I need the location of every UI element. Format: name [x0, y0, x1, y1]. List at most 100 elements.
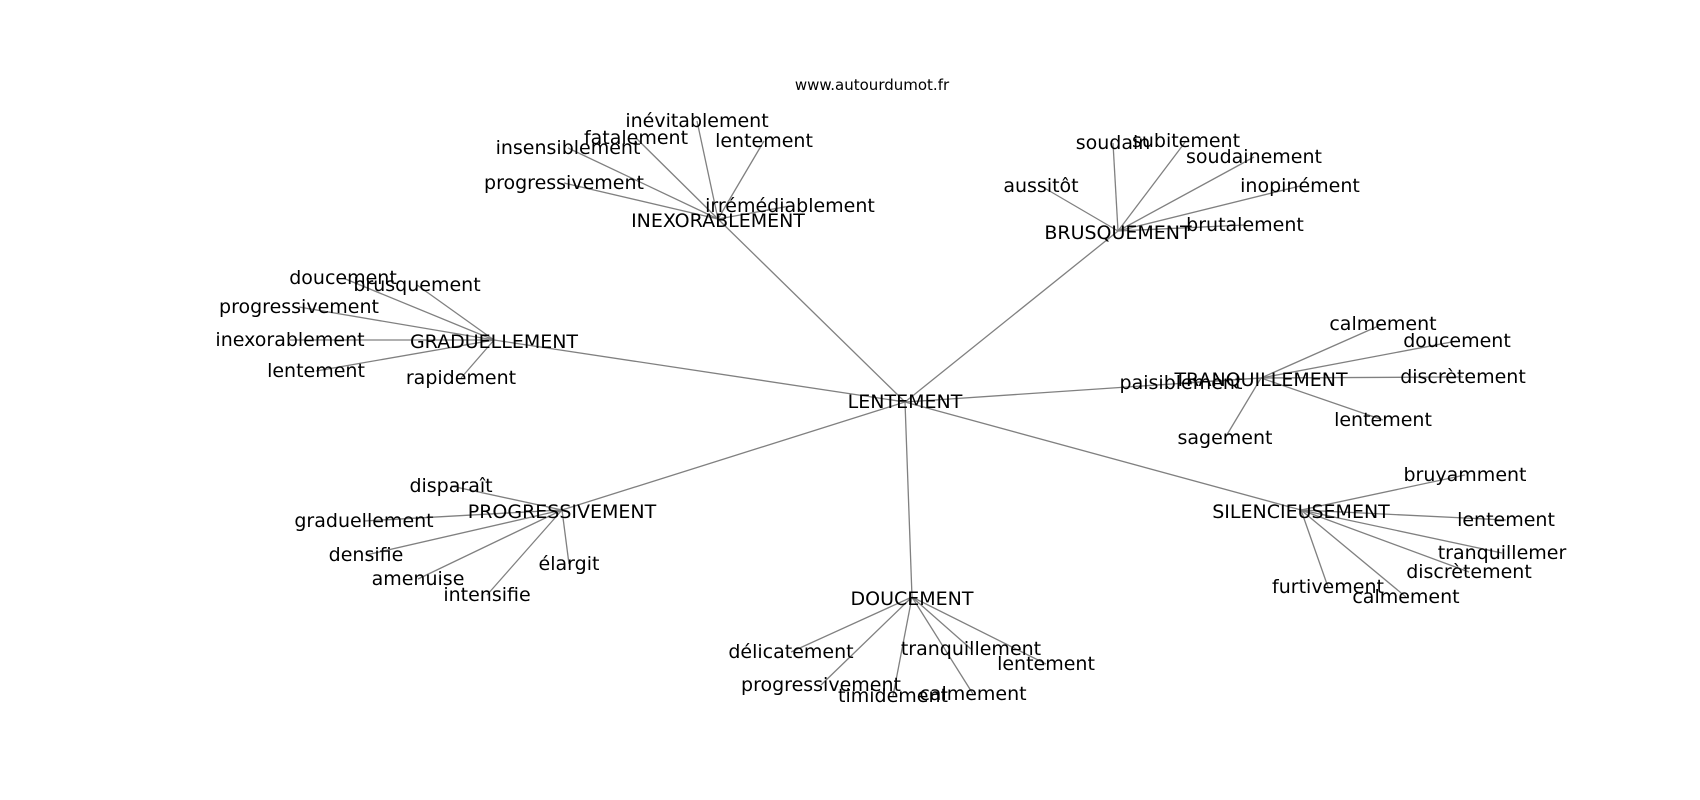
hub-node-inexorablement: INEXORABLEMENT	[631, 210, 805, 232]
hub-node-progressivement: PROGRESSIVEMENT	[468, 501, 657, 523]
edge-prog-elargit	[561, 509, 570, 565]
edge-inex-insensiblement	[567, 147, 719, 220]
leaf-node-douc-lentement: lentement	[997, 653, 1095, 675]
edge-center-graduellement	[493, 339, 906, 403]
leaf-node-inex-progressivement: progressivement	[484, 172, 644, 194]
leaf-node-prog-intensifie: intensifie	[443, 584, 530, 606]
leaf-node-sil-bruyamment: bruyamment	[1404, 464, 1527, 486]
leaf-node-tran-discretement: discrètement	[1400, 366, 1526, 388]
leaf-node-brus-aussitot: aussitôt	[1003, 175, 1078, 197]
edge-tran-lentement	[1260, 377, 1384, 421]
graph-edges	[290, 120, 1507, 697]
leaf-node-douc-tranquillement: tranquillement	[901, 638, 1041, 660]
leaf-node-brus-soudainement: soudainement	[1186, 146, 1322, 168]
leaf-node-douc-progressivement: progressivement	[741, 674, 901, 696]
leaf-node-grad-rapidement: rapidement	[406, 367, 516, 389]
leaf-node-douc-calmement: calmement	[919, 683, 1026, 705]
edge-douc-calmement	[911, 596, 974, 695]
edge-sil-furtivement	[1300, 509, 1329, 588]
edge-brus-aussitot	[1040, 185, 1119, 232]
edge-sil-lentement	[1300, 509, 1507, 521]
edge-brus-inopinement	[1117, 185, 1301, 232]
leaf-node-grad-progressivement: progressivement	[219, 296, 379, 318]
edge-grad-lentement	[315, 339, 495, 372]
leaf-node-grad-brusquement: brusquement	[353, 274, 480, 296]
hub-node-doucement: DOUCEMENT	[851, 588, 974, 610]
leaf-node-tran-doucement: doucement	[1403, 330, 1511, 352]
leaf-node-douc-timidement: timidement	[838, 685, 948, 707]
graph-labels: www.autourdumot.fr LENTEMENT INEXORABLEME…	[215, 76, 1566, 707]
leaf-node-grad-lentement: lentement	[267, 360, 365, 382]
edge-center-progressivement	[561, 401, 906, 511]
leaf-node-brus-subitement: subitement	[1132, 130, 1240, 152]
edge-brus-brutalement	[1117, 224, 1246, 232]
leaf-node-inex-fatalement: fatalement	[584, 127, 688, 149]
hub-node-tranquillement: TRANQUILLEMENT	[1173, 369, 1348, 391]
hub-node-brusquement: BRUSQUEMENT	[1044, 222, 1192, 244]
edge-inex-lentement	[717, 140, 765, 220]
leaf-node-prog-amenuise: amenuise	[372, 568, 465, 590]
edge-prog-densifie	[365, 509, 563, 556]
edge-tran-paisiblement	[1180, 377, 1262, 384]
leaf-node-tran-lentement: lentement	[1334, 409, 1432, 431]
edge-douc-progressivement	[820, 596, 913, 686]
leaf-node-inex-irremediablement: irrémédiablement	[705, 195, 875, 217]
leaf-node-grad-doucement: doucement	[289, 267, 397, 289]
edge-center-silencieusement	[904, 401, 1302, 511]
leaf-node-prog-disparait: disparaît	[409, 475, 492, 497]
leaf-node-sil-tranquillement: tranquillemer	[1438, 542, 1567, 564]
edge-inex-progressivement	[563, 182, 719, 220]
edge-douc-timidement	[892, 596, 913, 697]
edge-grad-rapidement	[460, 339, 495, 379]
leaf-node-douc-delicatement: délicatement	[728, 641, 853, 663]
edge-inex-irremediablement	[717, 205, 791, 220]
hub-node-silencieusement: SILENCIEUSEMENT	[1212, 501, 1390, 523]
edge-douc-lentement	[911, 596, 1047, 665]
edge-douc-tranquillement	[911, 596, 972, 650]
edge-sil-discretement	[1300, 509, 1470, 573]
leaf-node-inex-inevitablement: inévitablement	[625, 110, 768, 132]
edge-grad-progressivement	[298, 306, 495, 341]
edge-prog-graduellement	[363, 509, 563, 522]
edge-sil-bruyamment	[1300, 474, 1466, 511]
leaf-node-brus-soudain: soudain	[1076, 132, 1151, 154]
leaf-node-grad-inexorablement: inexorablement	[215, 329, 364, 351]
leaf-node-inex-lentement: lentement	[715, 130, 813, 152]
leaf-node-sil-calmement: calmement	[1352, 586, 1459, 608]
edge-tran-calmement	[1260, 323, 1384, 379]
edge-inex-fatalement	[635, 137, 719, 220]
edge-center-brusquement	[904, 230, 1119, 403]
hub-node-graduellement: GRADUELLEMENT	[410, 331, 578, 353]
center-node-label: LENTEMENT	[848, 391, 963, 413]
edge-tran-discretement	[1260, 376, 1464, 379]
leaf-node-brus-inopinement: inopinément	[1240, 175, 1360, 197]
edge-grad-doucement	[342, 277, 495, 341]
site-watermark: www.autourdumot.fr	[795, 76, 950, 94]
leaf-node-tran-sagement: sagement	[1178, 427, 1273, 449]
leaf-node-tran-paisiblement: paisiblement	[1120, 372, 1243, 394]
edge-brus-subitement	[1117, 140, 1187, 232]
leaf-node-prog-densifie: densifie	[329, 544, 404, 566]
edge-grad-brusquement	[416, 284, 495, 341]
edge-inex-inevitablement	[696, 120, 719, 220]
leaf-node-sil-furtivement: furtivement	[1272, 576, 1384, 598]
leaf-node-tran-calmement: calmement	[1329, 313, 1436, 335]
edge-tran-sagement	[1224, 377, 1262, 439]
edge-sil-tranquillement	[1300, 509, 1503, 554]
edge-prog-amenuise	[417, 509, 563, 580]
edge-prog-intensifie	[486, 509, 563, 596]
edge-tran-doucement	[1260, 340, 1458, 379]
leaf-node-prog-elargit: élargit	[539, 553, 600, 575]
edge-prog-disparait	[450, 485, 563, 511]
leaf-node-prog-graduellement: graduellement	[294, 510, 433, 532]
leaf-node-sil-lentement: lentement	[1457, 509, 1555, 531]
edge-douc-delicatement	[790, 596, 913, 653]
leaf-node-brus-brutalement: brutalement	[1186, 214, 1304, 236]
edge-sil-calmement	[1300, 509, 1407, 598]
leaf-node-sil-discretement: discrètement	[1406, 561, 1532, 583]
edge-brus-soudain	[1112, 142, 1119, 232]
leaf-node-inex-insensiblement: insensiblement	[496, 137, 641, 159]
edge-brus-soudainement	[1117, 156, 1255, 232]
edge-center-doucement	[904, 401, 913, 598]
